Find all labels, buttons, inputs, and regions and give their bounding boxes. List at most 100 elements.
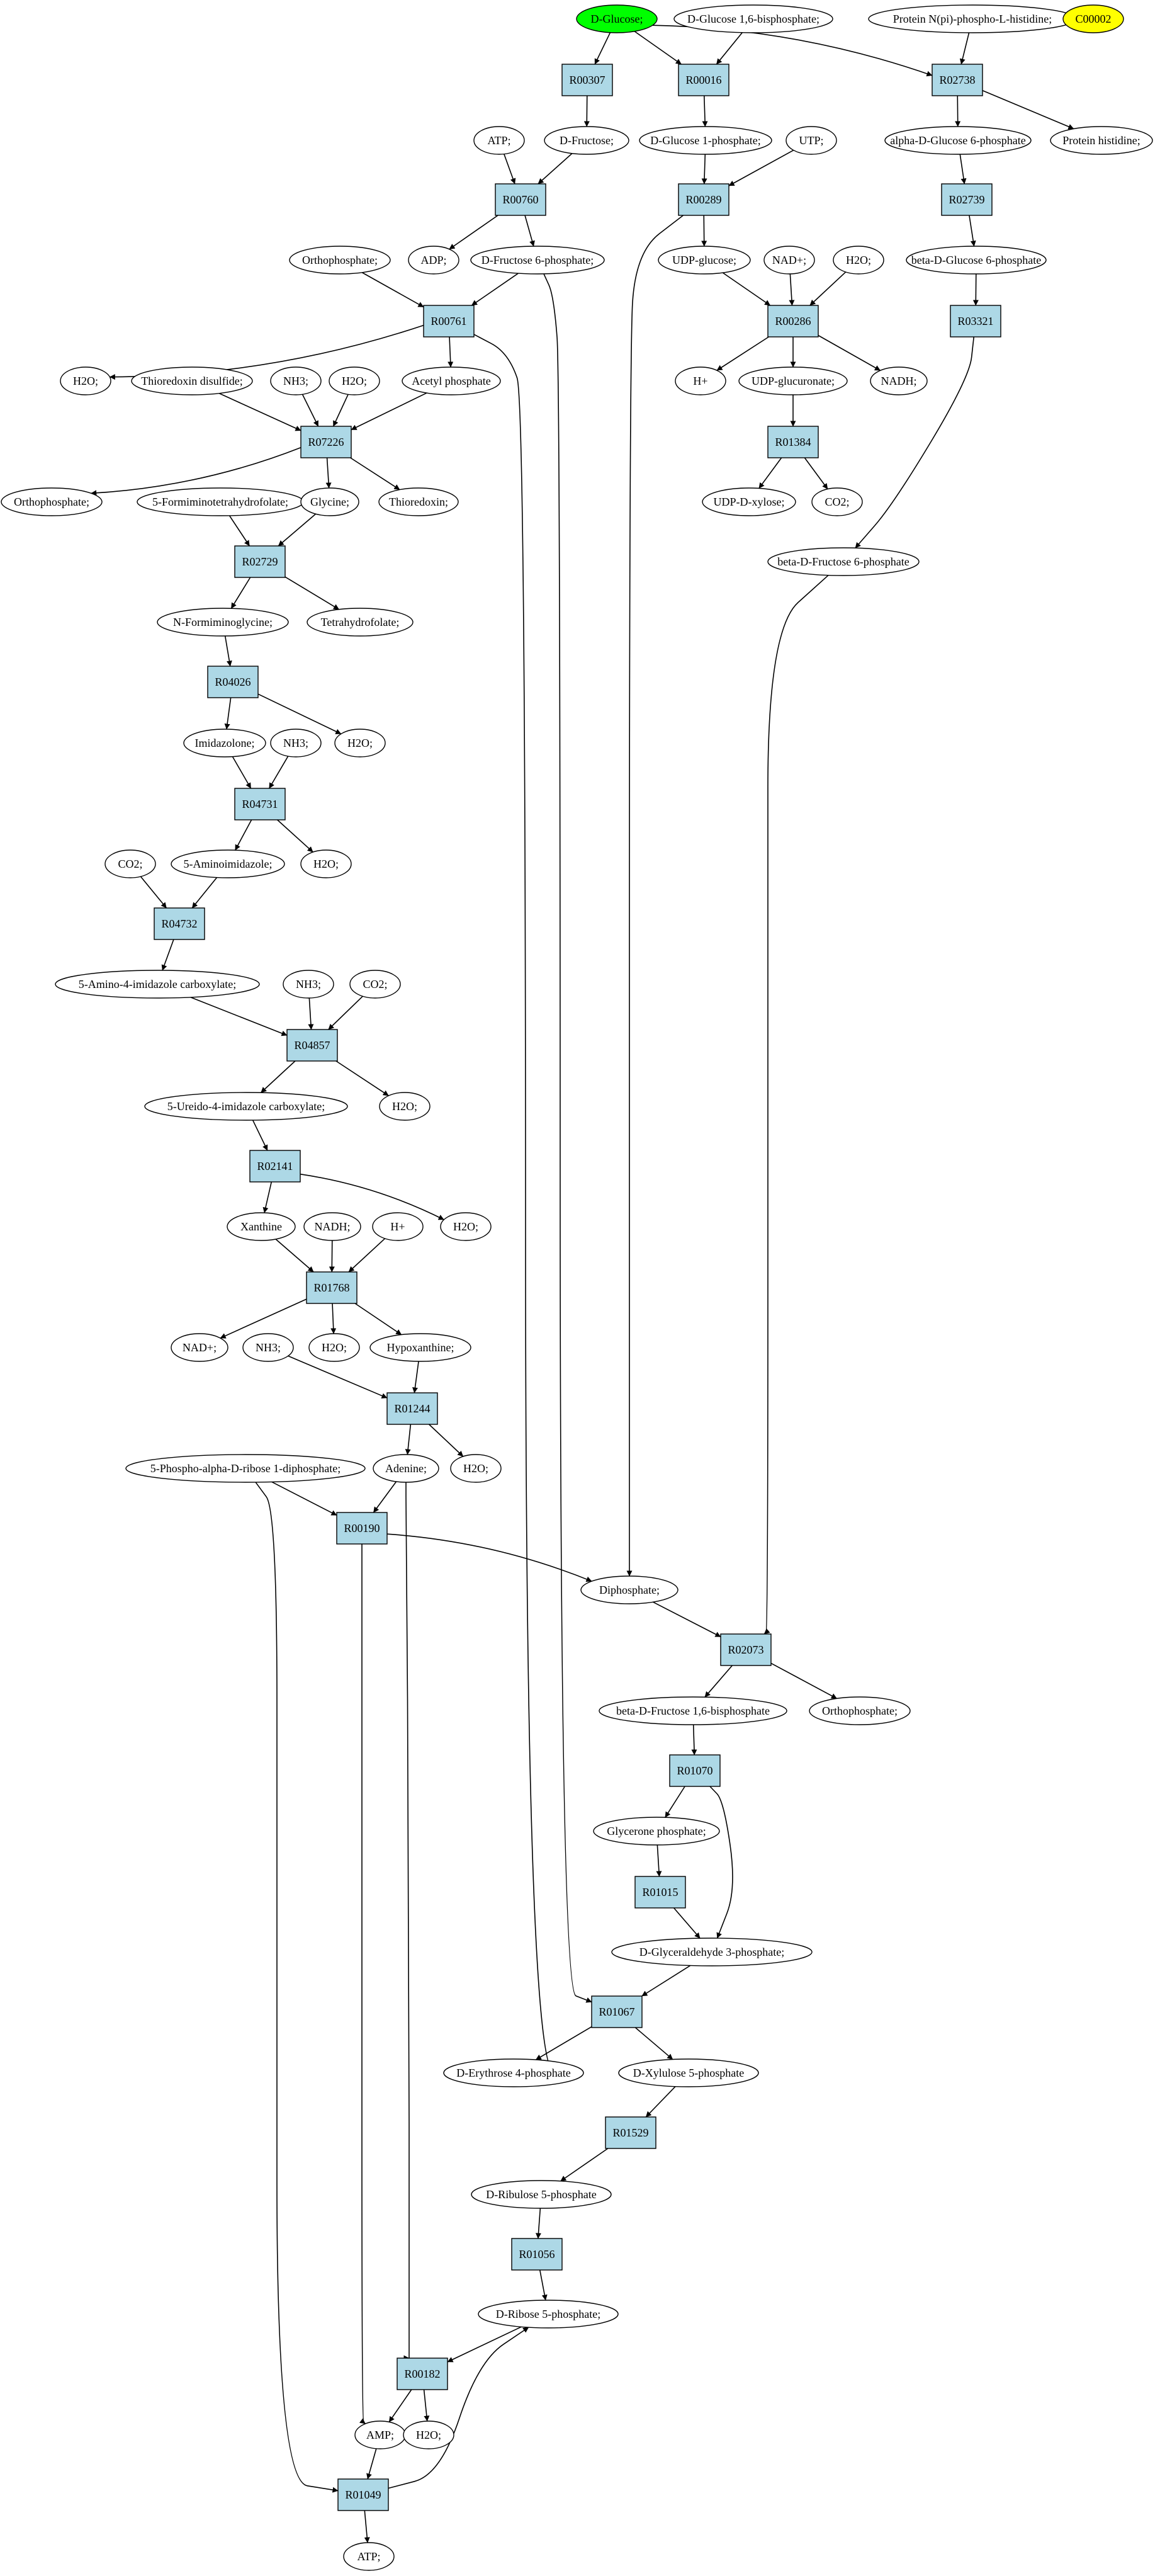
compound-node-h2o-h2o-b[interactable]: H2O; [60,366,111,395]
compound-node-thioredoxin-trx[interactable]: Thioredoxin; [378,487,459,516]
compound-node-atp-atp2[interactable]: ATP; [343,2542,395,2571]
reaction-node-r02729[interactable]: R02729 [234,545,286,578]
compound-node-co2-co2-a[interactable]: CO2; [811,487,863,516]
compound-node-d-glucose-1-6-bisphosphate-glc16bp[interactable]: D-Glucose 1,6-bisphosphate; [673,4,833,33]
compound-node-nh3-nh3-b[interactable]: NH3; [270,729,322,757]
compound-node-co2-co2-b[interactable]: CO2; [104,849,156,878]
compound-node-d-glucose-1-phosphate-g1p[interactable]: D-Glucose 1-phosphate; [639,126,772,155]
compound-node-xanthine-xan[interactable]: Xanthine [227,1212,296,1241]
reaction-node-r01529[interactable]: R01529 [605,2116,656,2149]
node-label: R01244 [394,1402,430,1415]
compound-node-h2o-h2o-e[interactable]: H2O; [300,849,352,878]
compound-node-h2o-h2o-h[interactable]: H2O; [308,1333,360,1362]
compound-node-tetrahydrofolate-thf[interactable]: Tetrahydrofolate; [307,608,414,637]
reaction-node-r00760[interactable]: R00760 [495,183,546,216]
reaction-node-r02739[interactable]: R02739 [941,183,993,216]
compound-node-hypoxanthine-hyp[interactable]: Hypoxanthine; [369,1333,471,1362]
compound-node-5-formiminotetrahydrofolate-fthf[interactable]: 5-Formiminotetrahydrofolate; [137,487,304,516]
reaction-node-r01244[interactable]: R01244 [386,1392,438,1425]
compound-node-adp-adp[interactable]: ADP; [408,246,459,275]
reaction-node-r00307[interactable]: R00307 [561,64,613,96]
compound-node-d-erythrose-4-phosphate-e4p[interactable]: D-Erythrose 4-phosphate [443,2058,584,2087]
reaction-node-r07226[interactable]: R07226 [300,426,352,458]
compound-node-nh3-nh3-c[interactable]: NH3; [283,970,334,999]
compound-node-h-hplus2[interactable]: H+ [372,1212,424,1241]
compound-node-co2-co2-c[interactable]: CO2; [349,970,401,999]
compound-node-h2o-h2o-f[interactable]: H2O; [379,1092,431,1121]
reaction-node-r04857[interactable]: R04857 [286,1029,338,1062]
compound-node-c00002-c00002[interactable]: C00002 [1062,4,1124,33]
reaction-node-r04732[interactable]: R04732 [154,907,205,940]
compound-node-alpha-d-glucose-6-phosphate-ag6p[interactable]: alpha-D-Glucose 6-phosphate [884,126,1032,155]
compound-node-thioredoxin-disulfide-trxss[interactable]: Thioredoxin disulfide; [131,366,253,395]
compound-node-udp-glucuronate-udpglcA[interactable]: UDP-glucuronate; [738,366,848,395]
compound-node-udp-d-xylose-udpxyl[interactable]: UDP-D-xylose; [702,487,796,516]
compound-node-d-fructose-6-phosphate-f6p[interactable]: D-Fructose 6-phosphate; [470,246,605,275]
compound-node-h2o-h2o-j[interactable]: H2O; [403,2420,454,2449]
reaction-node-r00190[interactable]: R00190 [336,1512,388,1545]
compound-node-h2o-h2o-i[interactable]: H2O; [450,1454,502,1483]
reaction-node-r01067[interactable]: R01067 [591,1995,643,2028]
compound-node-glycerone-phosphate-dhap[interactable]: Glycerone phosphate; [593,1817,720,1846]
compound-node-atp-atp1[interactable]: ATP; [473,126,525,155]
reaction-node-r04026[interactable]: R04026 [207,666,259,698]
compound-node-beta-d-fructose-6-phosphate-bf6p[interactable]: beta-D-Fructose 6-phosphate [767,547,920,576]
reaction-node-r00016[interactable]: R00016 [678,64,729,96]
compound-node-d-glyceraldehyde-3-phosphate-g3p[interactable]: D-Glyceraldehyde 3-phosphate; [611,1938,813,1966]
compound-node-h2o-h2o-c[interactable]: H2O; [329,366,380,395]
edge-uic-to-R02141 [252,1120,268,1151]
compound-node-nadh-nadh2[interactable]: NADH; [303,1212,361,1241]
compound-node-n-formiminoglycine-forgly[interactable]: N-Formiminoglycine; [157,608,289,637]
compound-node-orthophosphate-pi2[interactable]: Orthophosphate; [1,487,103,516]
compound-node-imidazolone-imid[interactable]: Imidazolone; [183,729,266,757]
compound-node-amp-amp[interactable]: AMP; [354,2420,406,2449]
reaction-node-r02141[interactable]: R02141 [249,1150,301,1183]
compound-node-acetyl-phosphate-acp[interactable]: Acetyl phosphate [402,366,501,395]
compound-node-beta-d-fructose-1-6-bisphosphate-bf16bp[interactable]: beta-D-Fructose 1,6-bisphosphate [599,1696,787,1725]
reaction-node-r00289[interactable]: R00289 [678,183,729,216]
reaction-node-r01768[interactable]: R01768 [306,1271,358,1304]
compound-node-glycine-gly[interactable]: Glycine; [300,487,359,516]
compound-node-nad-nadp1[interactable]: NAD+; [763,246,815,275]
compound-node-orthophosphate-pi1[interactable]: Orthophosphate; [289,246,391,275]
compound-node-d-ribulose-5-phosphate-ru5p[interactable]: D-Ribulose 5-phosphate [471,2180,612,2209]
reaction-node-r01049[interactable]: R01049 [337,2478,389,2511]
compound-node-d-glucose-glc[interactable]: D-Glucose; [576,4,658,33]
compound-node-nh3-nh3-d[interactable]: NH3; [242,1333,294,1362]
reaction-node-r02073[interactable]: R02073 [720,1633,772,1666]
compound-node-5-aminoimidazole-aminoimid[interactable]: 5-Aminoimidazole; [171,849,285,878]
reaction-node-r01015[interactable]: R01015 [634,1876,686,1909]
reaction-node-r01070[interactable]: R01070 [669,1754,721,1787]
compound-node-udp-glucose-udpg[interactable]: UDP-glucose; [658,246,751,275]
compound-node-d-xylulose-5-phosphate-x5p[interactable]: D-Xylulose 5-phosphate [618,2058,759,2087]
compound-node-h-hplus1[interactable]: H+ [675,366,726,395]
reaction-node-r01384[interactable]: R01384 [767,426,819,458]
reaction-node-r02738[interactable]: R02738 [932,64,983,96]
compound-node-h2o-h2o-d[interactable]: H2O; [334,729,386,757]
edge-g1p-to-R00289 [701,154,707,184]
compound-node-d-fructose-fru[interactable]: D-Fructose; [544,126,629,155]
compound-node-5-amino-4-imidazole-carboxylate-aic[interactable]: 5-Amino-4-imidazole carboxylate; [55,970,260,999]
reaction-node-r04731[interactable]: R04731 [234,788,286,820]
compound-node-utp-utp[interactable]: UTP; [786,126,837,155]
compound-node-diphosphate-ppi[interactable]: Diphosphate; [580,1575,679,1604]
compound-node-nadh-nadh1[interactable]: NADH; [870,366,928,395]
reaction-node-r03321[interactable]: R03321 [950,305,1001,338]
reaction-box [678,64,729,96]
compound-node-orthophosphate-pi3[interactable]: Orthophosphate; [809,1696,911,1725]
compound-node-adenine-ade[interactable]: Adenine; [373,1454,439,1483]
compound-node-protein-histidine-prothis[interactable]: Protein histidine; [1050,126,1153,155]
compound-node-protein-n-pi-phospho-l-histidine-prothisP[interactable]: Protein N(pi)-phospho-L-histidine; [868,4,1077,33]
compound-node-5-ureido-4-imidazole-carboxylate-uic[interactable]: 5-Ureido-4-imidazole carboxylate; [144,1092,348,1121]
reaction-node-r00761[interactable]: R00761 [423,305,475,338]
compound-node-beta-d-glucose-6-phosphate-bg6p[interactable]: beta-D-Glucose 6-phosphate [906,246,1047,275]
reaction-node-r01056[interactable]: R01056 [511,2238,563,2271]
compound-node-nh3-nh3-a[interactable]: NH3; [270,366,322,395]
compound-node-d-ribose-5-phosphate-r5p[interactable]: D-Ribose 5-phosphate; [478,2300,619,2329]
compound-node-h2o-h2o-g[interactable]: H2O; [440,1212,492,1241]
compound-node-5-phospho-alpha-d-ribose-1-diphosphate-prpp[interactable]: 5-Phospho-alpha-D-ribose 1-diphosphate; [125,1454,366,1483]
reaction-node-r00286[interactable]: R00286 [767,305,819,338]
reaction-node-r00182[interactable]: R00182 [397,2358,448,2390]
compound-node-h2o-h2o-a[interactable]: H2O; [833,246,884,275]
compound-node-nad-nadp2[interactable]: NAD+; [171,1333,228,1362]
